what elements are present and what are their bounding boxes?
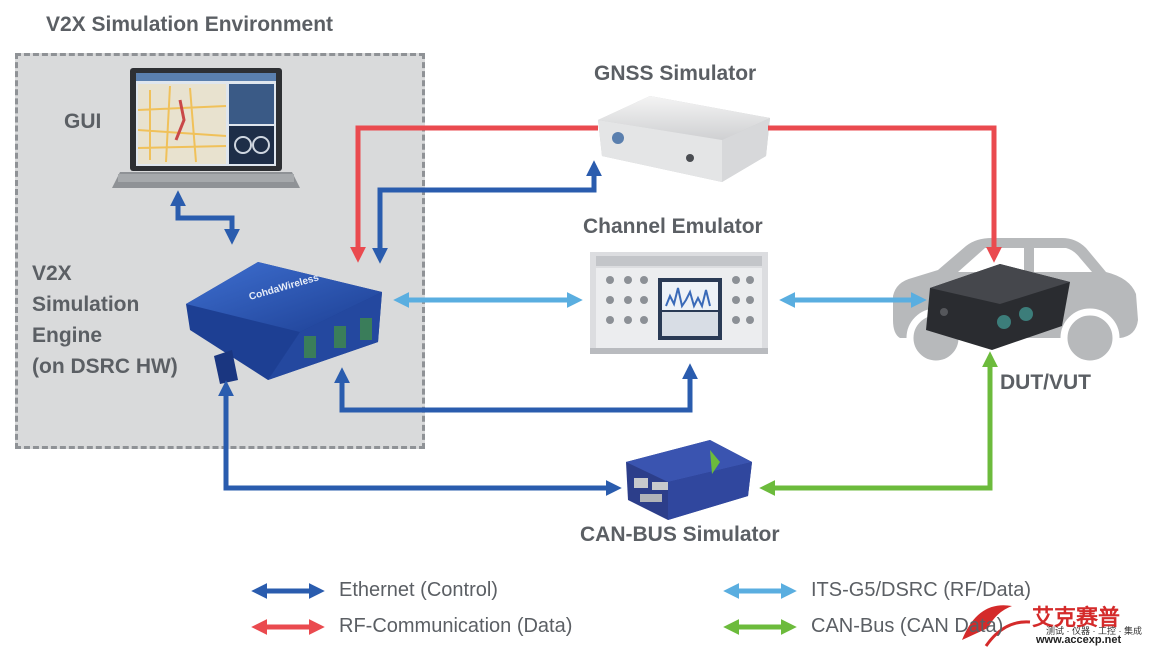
legend-rf-label: RF-Communication (Data) [339,615,573,637]
legend-ethernet-label: Ethernet (Control) [339,579,498,601]
dut-device [926,264,1070,350]
ethernet-arrow-gui-engine [169,190,241,245]
legend-its-label: ITS-G5/DSRC (RF/Data) [811,579,1032,601]
engine-label-line-1: V2X [32,262,72,285]
dut-label: DUT/VUT [1000,371,1091,394]
engine-label-line-4: (on DSRC HW) [32,355,178,378]
engine-label-line-2: Simulation [32,293,140,316]
canbus-simulator-device [626,440,752,520]
watermark-logo [962,605,1031,647]
v2x-engine-device: CohdaWireless [186,262,382,384]
gnss-simulator-device [598,96,770,182]
ethernet-arrow-engine-channel [333,363,699,413]
engine-label: V2X Simulation Engine (on DSRC HW) [32,258,178,382]
channel-emulator-label: Channel Emulator [583,215,763,238]
gui-label: GUI [64,110,102,133]
watermark-url: www.accexp.net [1036,634,1122,646]
canbus-label: CAN-BUS Simulator [580,523,780,546]
watermark-brand: 艾克赛普 [1032,605,1121,630]
channel-emulator-device [590,252,768,354]
engine-label-line-3: Engine [32,324,103,347]
legend-can-label: CAN-Bus (CAN Data) [811,615,1004,637]
can-arrow-canbus-dut [759,351,999,497]
diagram-title: V2X Simulation Environment [46,13,334,36]
rf-arrow-gnss-links [355,125,997,257]
watermark-tagline: 测试 · 仪器 · 工控 · 集成 [1046,626,1142,636]
ethernet-arrow-engine-gnss [371,160,603,264]
laptop-gui [112,68,300,188]
gnss-label: GNSS Simulator [594,62,757,85]
ethernet-arrow-engine-canbus [217,380,622,497]
